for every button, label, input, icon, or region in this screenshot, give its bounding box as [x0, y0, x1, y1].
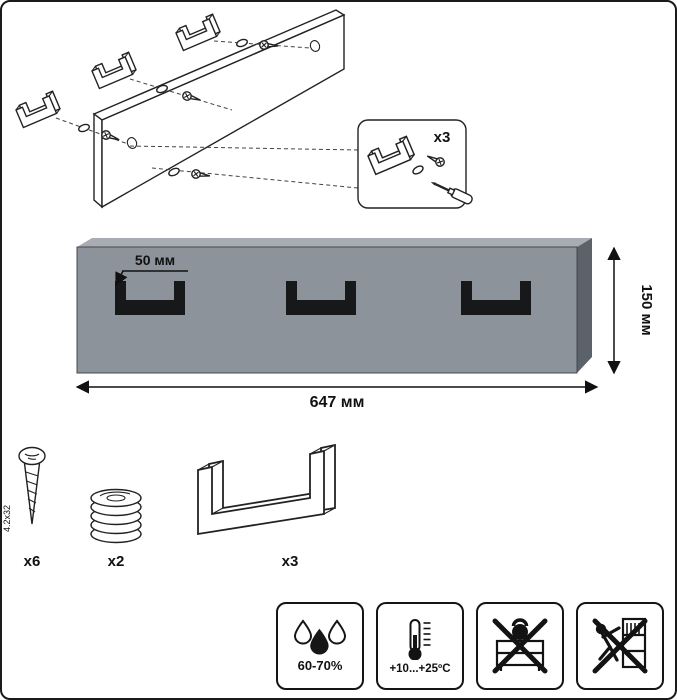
- temperature-label: +10...+25ºC: [389, 662, 451, 675]
- hook-front: [461, 281, 531, 315]
- no-overload-pictogram: [476, 602, 564, 690]
- water-drops-icon: [294, 620, 346, 655]
- board-isometric: [92, 9, 346, 209]
- hardware-list: 4.2x32 x6 x2 x3: [2, 443, 336, 570]
- screw-size-label: 4.2x32: [2, 505, 12, 532]
- hook-front: [286, 281, 356, 315]
- thermometer-icon: [408, 618, 431, 660]
- screw-count-label: x6: [24, 553, 41, 570]
- screwdriver-icon: [430, 181, 473, 205]
- front-view-illustration: 50 мм 150 мм 647 мм: [75, 238, 655, 411]
- no-climbing-icon: [592, 617, 648, 674]
- dim-width-label: 647 мм: [310, 394, 365, 411]
- callout-count-label: x3: [434, 129, 451, 146]
- hooks-front: [115, 281, 531, 315]
- detail-callout: x3: [357, 119, 473, 209]
- hook-front: [115, 281, 185, 315]
- temperature-pictogram: +10...+25ºC: [376, 602, 464, 690]
- exploded-view-illustration: x3: [14, 9, 473, 209]
- hook-count-label: x3: [282, 553, 299, 570]
- dim-offset-label: 50 мм: [135, 252, 175, 268]
- humidity-pictogram: 60-70%: [276, 602, 364, 690]
- washer-count-label: x2: [108, 553, 125, 570]
- no-heavy-load-icon: [492, 618, 548, 674]
- screw-icon: [18, 446, 46, 525]
- dimension-hook-offset: 50 мм: [115, 252, 188, 287]
- dimension-width: 647 мм: [75, 380, 599, 411]
- dimension-height: 150 мм: [607, 246, 655, 375]
- care-pictogram-row: 60-70% +10...+25ºC: [276, 602, 664, 690]
- no-climbing-pictogram: [576, 602, 664, 690]
- dim-height-label: 150 мм: [638, 284, 655, 335]
- humidity-label: 60-70%: [297, 658, 343, 673]
- washer-stack-icon: [90, 488, 142, 544]
- hook-isometric-large: [197, 443, 336, 536]
